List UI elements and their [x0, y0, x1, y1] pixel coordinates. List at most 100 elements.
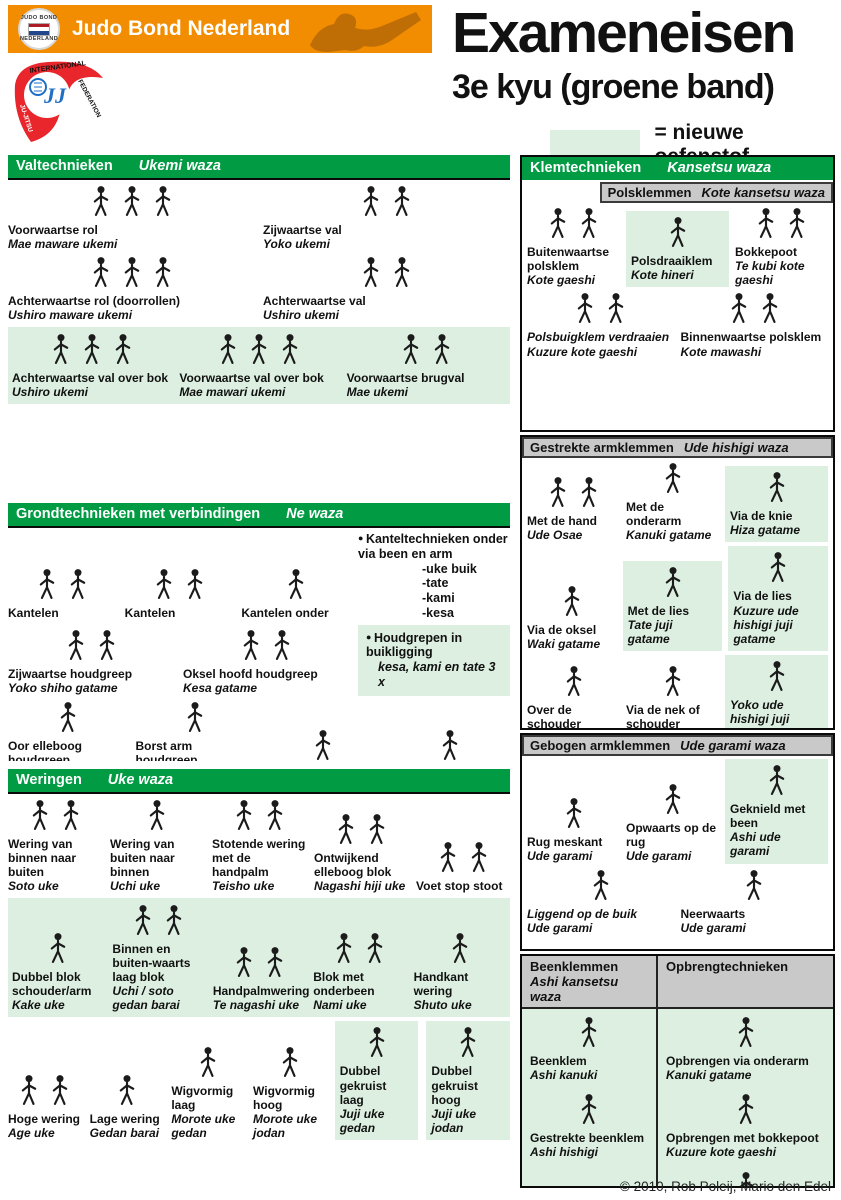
technique-japanese-name: Teisho uke — [212, 879, 275, 894]
technique-caption: Kanteltechnieken onder via been en arm -… — [358, 532, 510, 621]
technique-items: Met de hand Ude Osae Met de onderarm — [527, 461, 828, 543]
technique-illustration — [136, 700, 256, 736]
subsection-header: Gestrekte armklemmen Ude hishigi waza — [522, 437, 833, 458]
technique-caption: Houdgrepen in buikligging kesa, kami en … — [366, 631, 502, 690]
technique-row: Buitenwaartse polsklem Kote gaeshi Polsd… — [527, 206, 828, 288]
technique-illustration — [183, 628, 350, 664]
technique-item: Lage wering Gedan barai — [90, 1073, 164, 1140]
technique-japanese-name: Ashi ude garami — [730, 830, 781, 859]
technique-caption: Bokkepoot Te kubi kote gaeshi — [735, 245, 828, 287]
technique-name: Voorwaartse val over bok — [179, 370, 324, 385]
technique-japanese-name: Waki gatame — [527, 636, 601, 651]
subsection-japanese-title: Ude hishigi waza — [683, 440, 789, 455]
technique-item: Dubbel blok schouder/arm Kake uke — [12, 931, 104, 1012]
section: Weringen Uke waza W — [8, 769, 510, 1184]
technique-item: Liggend op de buik Ude garami — [527, 868, 675, 935]
technique-row: Rug meskant Ude garami Opwaarts op de ru… — [527, 759, 828, 864]
technique-name: Via de oksel — [527, 622, 597, 637]
technique-illustration — [735, 206, 828, 242]
technique-illustration — [730, 763, 823, 799]
technique-items: Rug meskant Ude garami Opwaarts op de ru… — [527, 759, 828, 864]
technique-illustration — [628, 565, 718, 601]
technique-japanese-name: Te kubi kote gaeshi — [735, 259, 805, 288]
technique-japanese-name: Mae mawari ukemi — [179, 384, 286, 399]
technique-row: Met de hand Ude Osae Met de onderarm — [527, 461, 828, 543]
technique-sublist: -uke buik -tate -kami -kesa — [422, 561, 477, 620]
technique-caption: Wigvormig hoog Morote uke jodan — [253, 1084, 327, 1141]
technique-name: Via de nek of schouder — [626, 703, 700, 730]
technique-row: Liggend op de buik Ude garami Neerwaarts… — [527, 868, 828, 935]
technique-name: Buitenwaartse polsklem — [527, 245, 610, 274]
technique-caption: Geknield met been Ashi ude garami — [730, 802, 823, 859]
technique-caption: Achterwaartse val over bok Ushiro ukemi — [12, 371, 171, 399]
technique-name: Hoge wering — [8, 1111, 81, 1126]
technique-illustration — [666, 1092, 825, 1128]
technique-japanese-name: Ude Osae — [527, 528, 583, 543]
technique-item: Geknield met been Ashi ude garami — [725, 759, 828, 864]
jbn-banner: JUDO BOND NEDERLAND Judo Bond Nederland — [8, 5, 432, 53]
technique-illustration — [112, 903, 204, 939]
technique-caption: Oor elleboog houdgreep Kata gatame — [8, 739, 128, 762]
technique-name: Beenklem — [530, 1054, 587, 1068]
technique-name: Kantelen — [8, 606, 59, 621]
technique-name: Oksel hoofd houdgreep — [183, 667, 318, 682]
technique-item: Via de knie Hiza gatame — [725, 466, 828, 543]
technique-caption: Lage wering Gedan barai — [90, 1112, 164, 1140]
technique-name: Handkant wering — [413, 969, 469, 999]
technique-japanese-name: Soto uke — [8, 879, 59, 894]
technique-japanese-name: Ushiro maware ukemi — [8, 308, 133, 323]
technique-items: Zijwaartse houdgreep Yoko shiho gatame — [8, 624, 510, 696]
technique-caption: Via de lies Kuzure ude hishigi juji gata… — [733, 589, 823, 646]
technique-japanese-name: Kesa gatame — [183, 681, 258, 696]
technique-illustration — [730, 659, 823, 695]
technique-item: Over de schouder Kata gatame — [527, 664, 620, 728]
technique-item: Polsdraaiklem Kote hineri — [626, 211, 729, 288]
technique-illustration — [8, 255, 255, 291]
subsection-title: Gebogen armklemmen — [530, 738, 671, 753]
subsection-title: Beenklemmen — [530, 959, 619, 974]
technique-illustration — [263, 184, 510, 220]
technique-caption: Met de lies Tate juji gatame — [628, 604, 718, 646]
svg-text:FEDERATION: FEDERATION — [76, 79, 102, 119]
technique-items: Buitenwaartse polsklem Kote gaeshi Polsd… — [527, 206, 828, 288]
svg-text:JJ: JJ — [43, 83, 67, 108]
technique-row: Kantelen Kantelen — [8, 532, 510, 621]
technique-caption: Beenklem Ashi kanuki — [530, 1054, 648, 1082]
technique-name: Kantelen onder — [241, 606, 329, 621]
copyright-text: © 2010, Rob Poleij, Mario den Edel — [619, 1179, 831, 1194]
technique-illustration — [12, 332, 171, 368]
section-japanese-title: Uke waza — [107, 772, 174, 788]
section-rows: Wering van binnen naar buiten Soto uke — [8, 794, 510, 1141]
technique-name: Borst arm houdgreep — [135, 738, 198, 762]
technique-caption: Dubbel gekruist laag Juji uke gedan — [340, 1064, 414, 1135]
technique-japanese-name: Uchi uke — [110, 879, 161, 894]
technique-row: Wering van binnen naar buiten Soto uke — [8, 798, 510, 894]
section-japanese-title: Ukemi waza — [138, 158, 221, 174]
technique-caption: Voorwaartse val over bok Mae mawari ukem… — [179, 371, 338, 399]
technique-caption: Buitenwaartse polsklem Kote gaeshi — [527, 245, 620, 287]
jbn-banner-text: Judo Bond Nederland — [72, 17, 291, 40]
technique-caption: Yoko ude hishigi juji gatame — [730, 698, 823, 728]
technique-item: Dubbel gekruist laag Juji uke gedan — [334, 1021, 419, 1141]
technique-items: Oor elleboog houdgreep Kata gatame Bo — [8, 700, 510, 762]
technique-row: Voorwaartse rol Mae maware ukemi Zijw — [8, 184, 510, 251]
technique-item: Zijwaartse val Yoko ukemi — [263, 184, 510, 251]
judoka-silhouette-icon — [310, 12, 421, 52]
technique-name: Lage wering — [89, 1111, 160, 1126]
technique-name: Gestrekte beenklem — [530, 1131, 645, 1146]
technique-name: Opwaarts op de rug — [626, 821, 717, 850]
technique-caption: Voorwaartse brugval Mae ukemi — [347, 371, 506, 399]
technique-illustration — [8, 628, 175, 664]
technique-japanese-name: Kuzure ude hishigi juji gatame — [733, 603, 799, 646]
technique-japanese-name: Kake uke — [12, 998, 65, 1013]
technique-caption: Liggend op de buik Ude garami — [527, 907, 675, 935]
technique-name: Dubbel gekruist hoog — [431, 1064, 479, 1107]
technique-item: Gestrekte beenklem Ashi hishigi — [530, 1092, 648, 1159]
logos-block: JUDO BOND NEDERLAND Judo Bond Nederland … — [8, 5, 452, 151]
section: Valtechnieken Ukemi waza — [8, 155, 510, 495]
technique-name: Polsdraaiklem — [631, 254, 713, 269]
technique-illustration — [253, 1045, 327, 1081]
technique-caption: Dubbel gekruist hoog Juji uke jodan — [431, 1064, 505, 1135]
technique-item: Met de hand Ude Osae — [527, 475, 620, 542]
technique-item: Zijwaartse houdgreep Yoko shiho gatame — [8, 628, 175, 695]
